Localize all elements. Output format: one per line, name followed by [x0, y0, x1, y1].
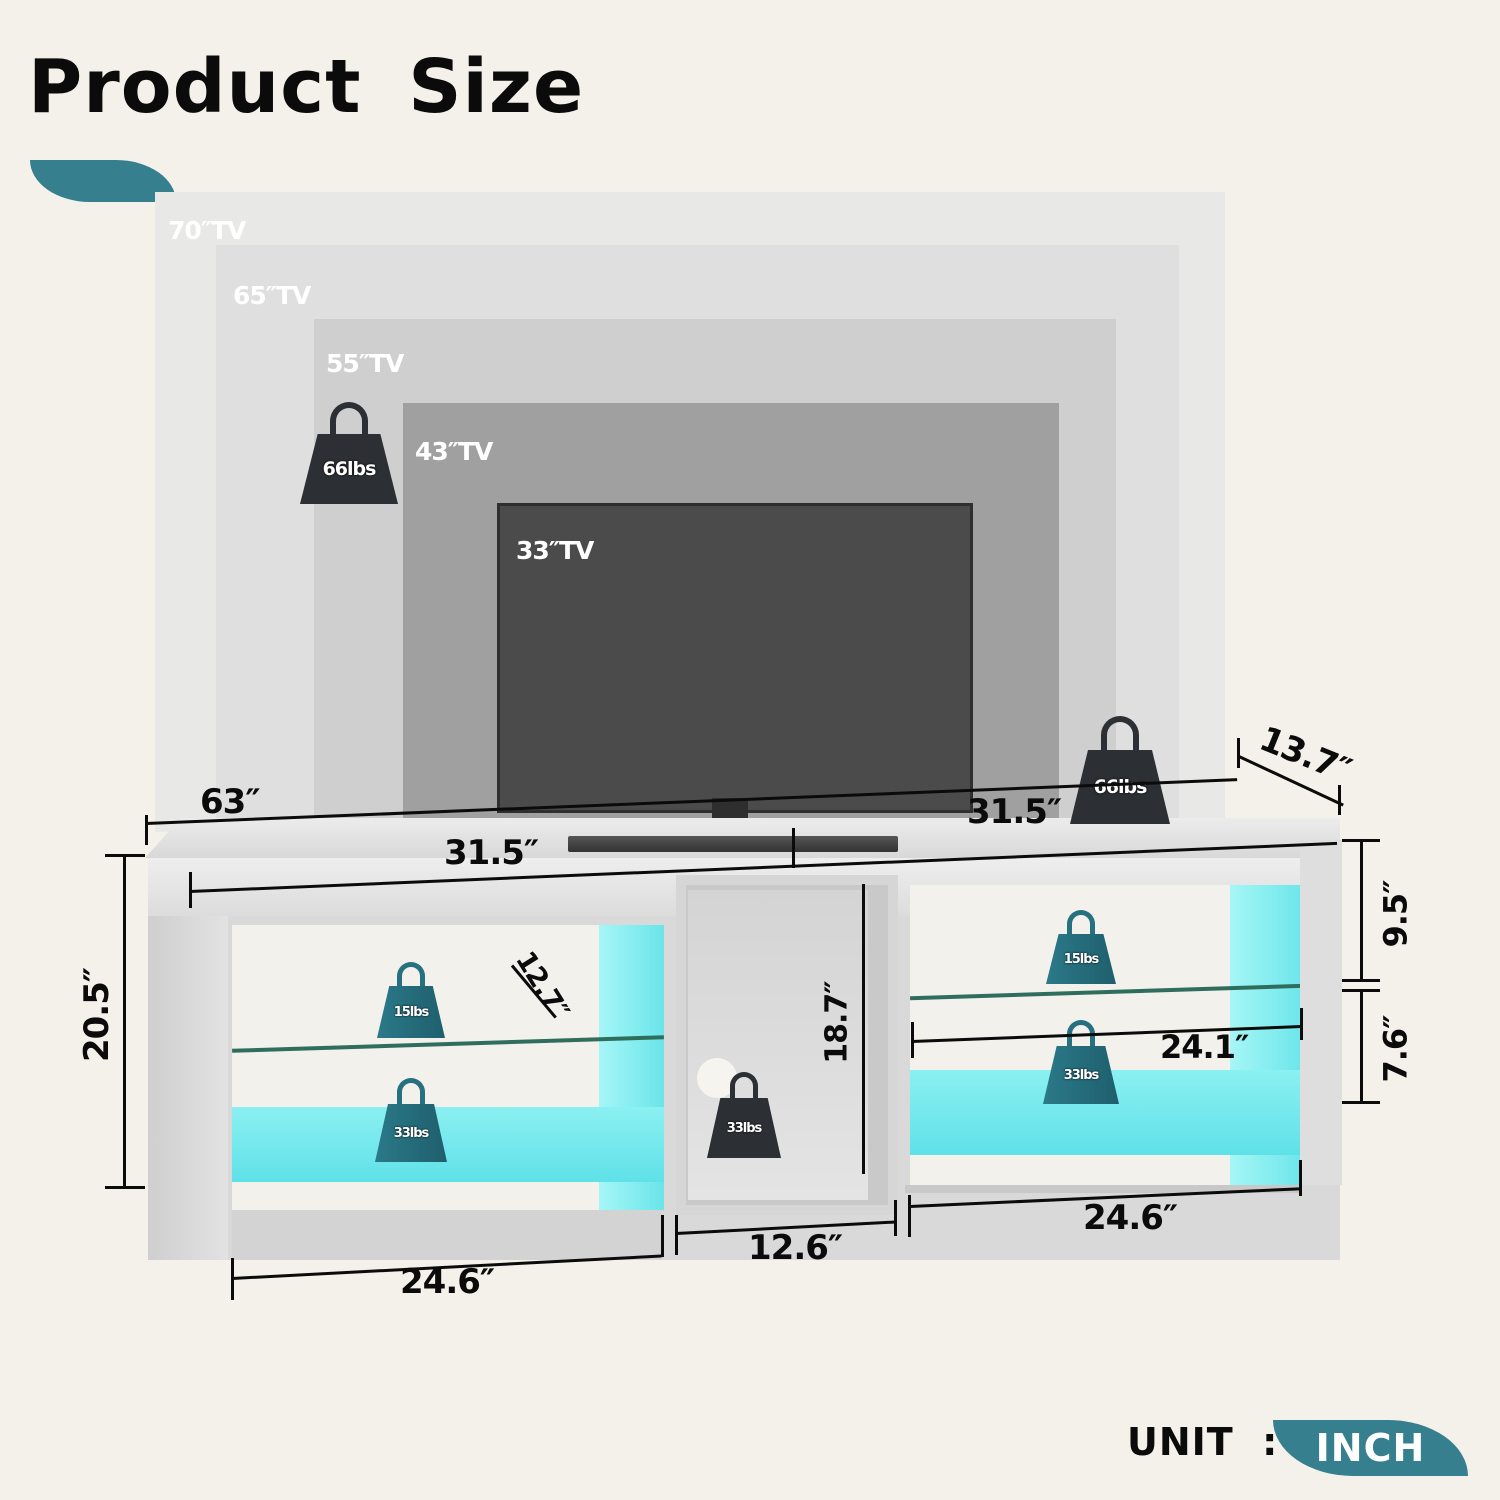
dim-label-bottom-middle: 12.6″ — [748, 1228, 843, 1268]
dim-tick — [894, 1200, 897, 1236]
dim-tick — [792, 828, 795, 868]
dim-label-overall-height: 20.5″ — [77, 967, 118, 1063]
weight-icon-top-right: 66lbs — [1070, 716, 1170, 824]
dim-tick — [1342, 989, 1380, 992]
tv-label-55: 55″TV — [326, 349, 404, 378]
dim-tick — [1342, 979, 1380, 982]
led-floor-left — [232, 1107, 664, 1182]
tv-stand-base — [568, 836, 898, 852]
weight-icon-right-upper: 15lbs — [1046, 910, 1116, 984]
right-compartment — [910, 885, 1305, 1185]
dim-label-bottom-right: 24.6″ — [1083, 1198, 1178, 1238]
dim-tick — [908, 1195, 911, 1237]
dim-label-right-upper: 9.5″ — [1376, 880, 1415, 948]
weight-label-left-lower: 33lbs — [393, 1125, 430, 1141]
dim-tick — [145, 815, 148, 845]
dim-tick — [1338, 785, 1341, 815]
dim-tick — [105, 1186, 145, 1189]
weight-icon-top-left: 66lbs — [300, 402, 398, 504]
weight-label-top-right: 66lbs — [1093, 776, 1148, 798]
weight-label-top-left: 66lbs — [322, 458, 377, 480]
dim-label-right-shelf-width: 24.1″ — [1160, 1028, 1249, 1066]
dim-label-right-lower: 7.6″ — [1376, 1015, 1415, 1083]
weight-icon-left-lower: 33lbs — [375, 1078, 447, 1162]
dim-tick — [911, 1022, 914, 1058]
tv-frame-33: 33″TV — [497, 503, 973, 813]
cabinet-right-side — [1300, 840, 1342, 1185]
dim-tick — [189, 872, 192, 908]
dim-label-top-left-half: 31.5″ — [444, 833, 539, 873]
tv-label-65: 65″TV — [233, 281, 311, 310]
dim-tick — [661, 1215, 664, 1257]
unit-label: UNIT : — [1127, 1420, 1279, 1464]
tv-label-70: 70″TV — [168, 216, 246, 245]
page-title: Product Size — [28, 44, 585, 130]
unit-badge: INCH — [1273, 1420, 1468, 1476]
dim-tick — [1342, 1101, 1380, 1104]
dim-label-top-right-half: 31.5″ — [967, 792, 1062, 832]
dim-tick — [675, 1215, 678, 1255]
dim-label-bottom-left: 24.6″ — [400, 1262, 495, 1302]
cabinet-bottom-left — [232, 1210, 662, 1260]
weight-icon-left-upper: 15lbs — [377, 962, 445, 1038]
weight-label-left-upper: 15lbs — [393, 1004, 430, 1020]
dim-line-right-lower — [1360, 990, 1363, 1102]
dim-label-depth: 13.7″ — [1253, 718, 1357, 792]
cabinet-left-side — [148, 870, 228, 1260]
tv-label-33: 33″TV — [516, 536, 594, 565]
weight-icon-right-lower: 33lbs — [1043, 1020, 1119, 1104]
dim-tick — [105, 854, 145, 857]
dim-line-right-upper — [1360, 840, 1363, 980]
dim-label-overall-width: 63″ — [200, 782, 261, 822]
dim-tick — [1342, 839, 1380, 842]
dim-tick — [1299, 1160, 1302, 1196]
weight-icon-middle: 33lbs — [707, 1072, 781, 1158]
weight-label-right-upper: 15lbs — [1063, 951, 1100, 967]
dim-line-overall-height — [123, 855, 126, 1188]
left-compartment — [232, 925, 664, 1210]
cabinet-bottom-right — [905, 1185, 1300, 1193]
weight-label-middle: 33lbs — [726, 1120, 763, 1136]
unit-value: INCH — [1315, 1426, 1426, 1470]
dim-tick — [1300, 1008, 1303, 1040]
tv-label-43: 43″TV — [415, 437, 493, 466]
weight-label-right-lower: 33lbs — [1063, 1067, 1100, 1083]
dim-line-middle-height — [862, 884, 865, 1174]
dim-label-middle-height: 18.7″ — [819, 981, 855, 1064]
dim-tick — [231, 1258, 234, 1300]
dim-tick — [1237, 738, 1240, 768]
